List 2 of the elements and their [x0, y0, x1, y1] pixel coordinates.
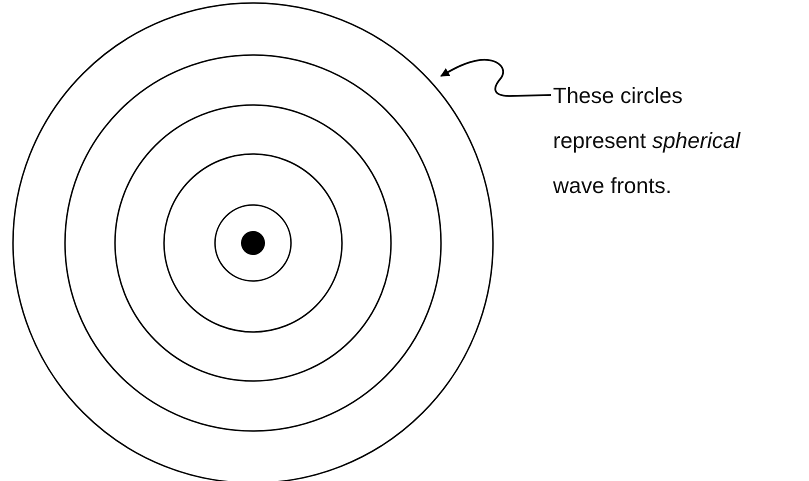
annotation-text: These circles represent spherical wave fronts. [553, 73, 773, 208]
leader-arrow [440, 58, 552, 97]
